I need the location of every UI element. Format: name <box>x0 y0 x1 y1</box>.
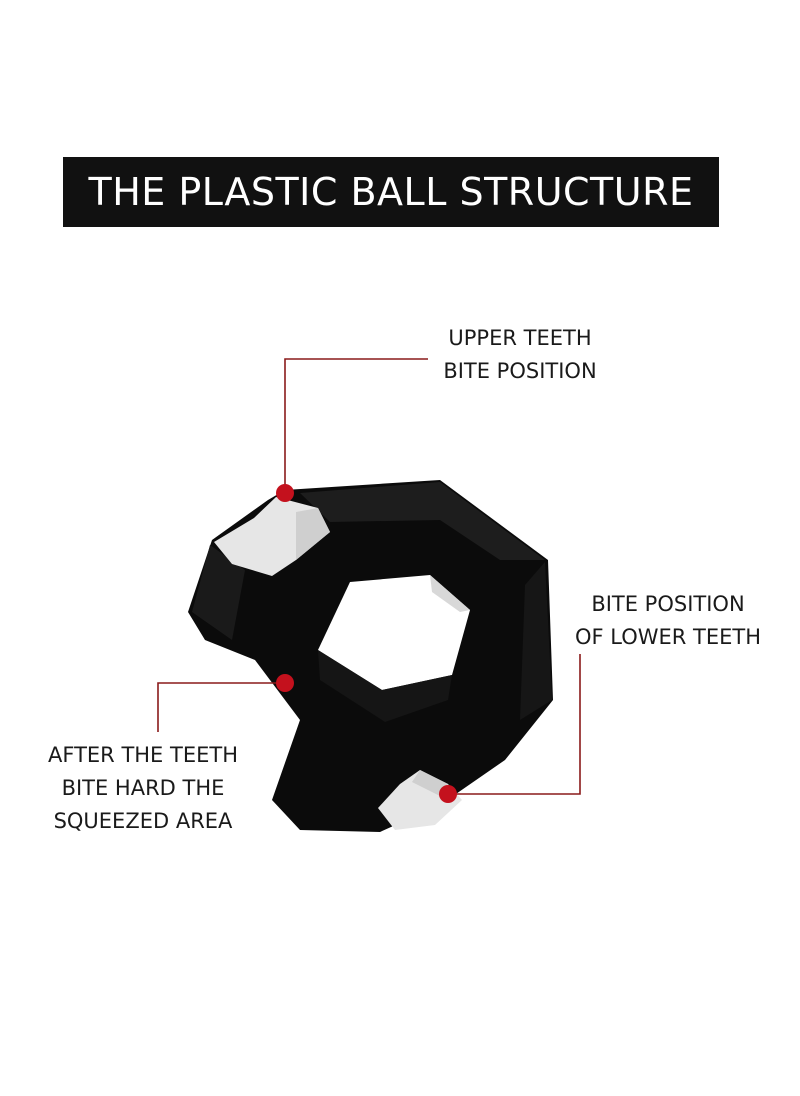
squeezed-area-callout-line2: BITE HARD THE <box>61 776 225 800</box>
upper-teeth-callout-line1: UPPER TEETH <box>448 326 592 350</box>
lower-teeth-callout-line1: BITE POSITION <box>591 592 745 616</box>
lower-teeth-callout: BITE POSITION OF LOWER TEETH <box>555 588 781 654</box>
upper-teeth-marker <box>276 484 294 502</box>
squeezed-area-callout: AFTER THE TEETH BITE HARD THE SQUEEZED A… <box>30 739 256 838</box>
lower-teeth-callout-line2: OF LOWER TEETH <box>574 625 762 649</box>
upper-teeth-leader <box>284 358 428 493</box>
leader-lines <box>157 358 581 795</box>
lower-bite-pad-shade <box>412 770 448 796</box>
lower-teeth-marker <box>439 785 457 803</box>
squeezed-area-leader <box>157 682 285 732</box>
lower-teeth-leader <box>448 654 581 795</box>
squeezed-area-callout-line1: AFTER THE TEETH <box>48 743 238 767</box>
title-banner: THE PLASTIC BALL STRUCTURE <box>63 157 719 227</box>
upper-teeth-callout-line2: BITE POSITION <box>443 359 597 383</box>
ball-facet-top <box>300 482 545 560</box>
ball-center-hole <box>318 575 470 690</box>
upper-teeth-callout: UPPER TEETH BITE POSITION <box>400 322 640 388</box>
ball-hole-inner-edge <box>318 650 452 722</box>
ball-facet-right <box>520 562 552 720</box>
upper-bite-pad-shade <box>296 508 330 560</box>
squeezed-area-marker <box>276 674 294 692</box>
ball-facet-left <box>192 545 245 640</box>
page-title: THE PLASTIC BALL STRUCTURE <box>88 170 694 214</box>
plastic-ball-object <box>188 480 553 832</box>
ball-hole-inner-wall <box>430 575 470 612</box>
squeezed-area-callout-line3: SQUEEZED AREA <box>53 809 233 833</box>
